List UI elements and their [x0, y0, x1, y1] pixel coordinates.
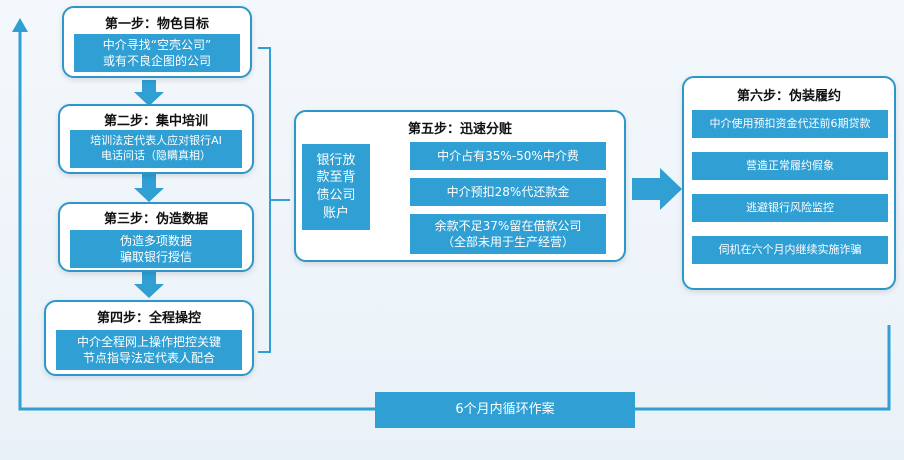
- step-3-title: 第三步：伪造数据: [103, 212, 208, 227]
- down-arrow-1: [134, 80, 164, 106]
- step-6-item-text: 营造正常履约假象: [746, 158, 834, 172]
- down-arrow-2: [134, 174, 164, 202]
- step-6-title: 第六步：伪装履约: [736, 89, 841, 104]
- step-3-line: 骗取银行授信: [119, 250, 192, 264]
- source-line: 债公司: [316, 188, 356, 203]
- step-1-box: 中介寻找“空壳公司” 或有不良企图的公司: [74, 34, 240, 72]
- outcome-line: 余款不足37%留在借款公司: [434, 218, 582, 233]
- step-6-item-text: 中介使用预扣资金代还前6期贷款: [709, 116, 871, 130]
- step-6-panel: 第六步：伪装履约 中介使用预扣资金代还前6期贷款 营造正常履约假象 逃避银行风险…: [682, 76, 896, 290]
- outcome-box-3: 余款不足37%留在借款公司 （全部未用于生产经营）: [410, 214, 606, 254]
- step-2-box: 培训法定代表人应对银行AI 电话问话（隐瞒真相）: [70, 130, 242, 168]
- step-1-title: 第一步：物色目标: [104, 17, 209, 32]
- cycle-label: 6个月内循环作案: [455, 402, 555, 418]
- step-6-item-text: 逃避银行风险监控: [746, 200, 834, 214]
- cycle-loop-arrowhead: [12, 18, 28, 32]
- step-2-line: 电话问话（隐瞒真相）: [101, 149, 211, 162]
- step-5-panel: 第五步：迅速分赃 银行放 款至背 债公司 账户 中介占有35%-50%中介费 中…: [294, 110, 626, 262]
- outcome-box-1: 中介占有35%-50%中介费: [410, 142, 606, 170]
- step-1-line: 中介寻找“空壳公司”: [102, 37, 212, 52]
- step-1-panel: 第一步：物色目标 中介寻找“空壳公司” 或有不良企图的公司: [62, 6, 252, 78]
- step-4-title: 第四步：全程操控: [96, 311, 201, 326]
- step-6-item: 中介使用预扣资金代还前6期贷款: [692, 110, 888, 138]
- step-5-source-box: 银行放 款至背 债公司 账户: [302, 144, 370, 230]
- outcome-line: （全部未用于生产经营）: [441, 235, 574, 249]
- step-4-line: 节点指导法定代表人配合: [82, 351, 215, 365]
- outcome-box-2: 中介预扣28%代还款金: [410, 178, 606, 206]
- outcome-line: 中介预扣28%代还款金: [446, 184, 570, 199]
- source-line: 账户: [322, 205, 349, 221]
- outcome-line: 中介占有35%-50%中介费: [437, 148, 579, 163]
- step-2-panel: 第二步：集中培训 培训法定代表人应对银行AI 电话问话（隐瞒真相）: [58, 104, 254, 174]
- cycle-loop-line: [18, 30, 375, 411]
- source-line: 款至背: [316, 170, 356, 186]
- steps-bracket: [258, 47, 290, 353]
- source-line: 银行放: [316, 152, 356, 168]
- step-6-item: 逃避银行风险监控: [692, 194, 888, 222]
- step-3-line: 伪造多项数据: [119, 233, 192, 248]
- step-1-line: 或有不良企图的公司: [102, 54, 211, 68]
- down-arrow-3: [134, 270, 164, 298]
- step-6-item-text: 伺机在六个月内继续实施诈骗: [718, 242, 862, 256]
- step-2-line: 培训法定代表人应对银行AI: [90, 134, 222, 148]
- cycle-box: 6个月内循环作案: [375, 392, 635, 428]
- step-3-box: 伪造多项数据 骗取银行授信: [70, 230, 242, 268]
- step-6-item: 伺机在六个月内继续实施诈骗: [692, 236, 888, 264]
- step-4-box: 中介全程网上操作把控关键 节点指导法定代表人配合: [56, 330, 242, 370]
- step-3-panel: 第三步：伪造数据 伪造多项数据 骗取银行授信: [58, 202, 254, 272]
- step-4-panel: 第四步：全程操控 中介全程网上操作把控关键 节点指导法定代表人配合: [44, 300, 254, 376]
- step-5-title: 第五步：迅速分赃: [407, 122, 512, 137]
- big-right-arrow: [632, 168, 682, 210]
- step-2-title: 第二步：集中培训: [103, 114, 208, 129]
- step-4-line: 中介全程网上操作把控关键: [76, 334, 221, 349]
- cycle-return-line: [635, 325, 891, 411]
- step-6-item: 营造正常履约假象: [692, 152, 888, 180]
